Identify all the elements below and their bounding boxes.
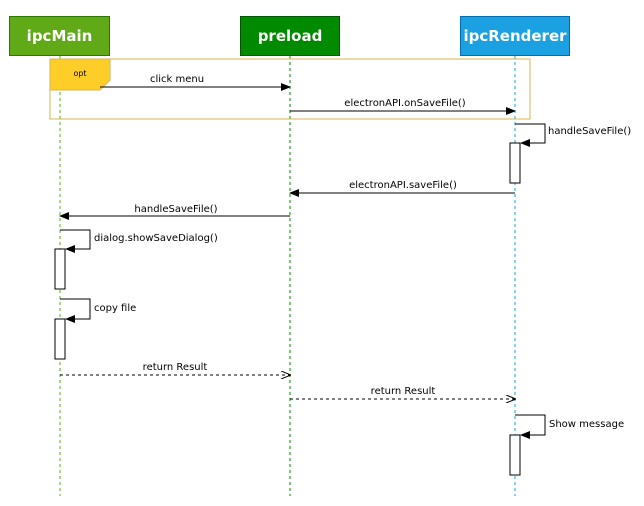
message-save-file-label: electronAPI.saveFile() — [349, 180, 457, 191]
message-on-save-file-label: electronAPI.onSaveFile() — [344, 98, 465, 109]
self-message-show-message-arrow — [515, 414, 546, 439]
return-result-to-preload-label: return Result — [143, 362, 208, 373]
message-handle-save-file-label: handleSaveFile() — [134, 204, 217, 215]
activation-ipcrenderer-1 — [509, 142, 521, 184]
self-message-show-message-label: Show message — [549, 419, 624, 430]
self-message-show-save-dialog-label: dialog.showSaveDialog() — [94, 233, 218, 244]
opt-fragment-label: opt — [73, 69, 86, 78]
activation-ipcmain-2 — [54, 318, 66, 360]
message-click-menu-label: click menu — [150, 74, 204, 85]
activation-ipcrenderer-2 — [509, 434, 521, 476]
activation-ipcmain-1 — [54, 248, 66, 290]
opt-fragment-tab — [49, 58, 111, 91]
self-message-handle-save-file-arrow — [515, 123, 546, 147]
participant-preload: preload — [240, 16, 340, 56]
self-message-handle-save-file-label: handleSaveFile() — [548, 126, 631, 137]
self-message-copy-file-label: copy file — [94, 303, 136, 314]
self-message-copy-file-arrow — [60, 298, 91, 323]
self-message-show-save-dialog-arrow — [60, 229, 91, 253]
participant-ipcrenderer: ipcRenderer — [460, 16, 570, 56]
return-result-to-renderer-label: return Result — [371, 386, 436, 397]
participant-ipcmain: ipcMain — [9, 16, 110, 56]
